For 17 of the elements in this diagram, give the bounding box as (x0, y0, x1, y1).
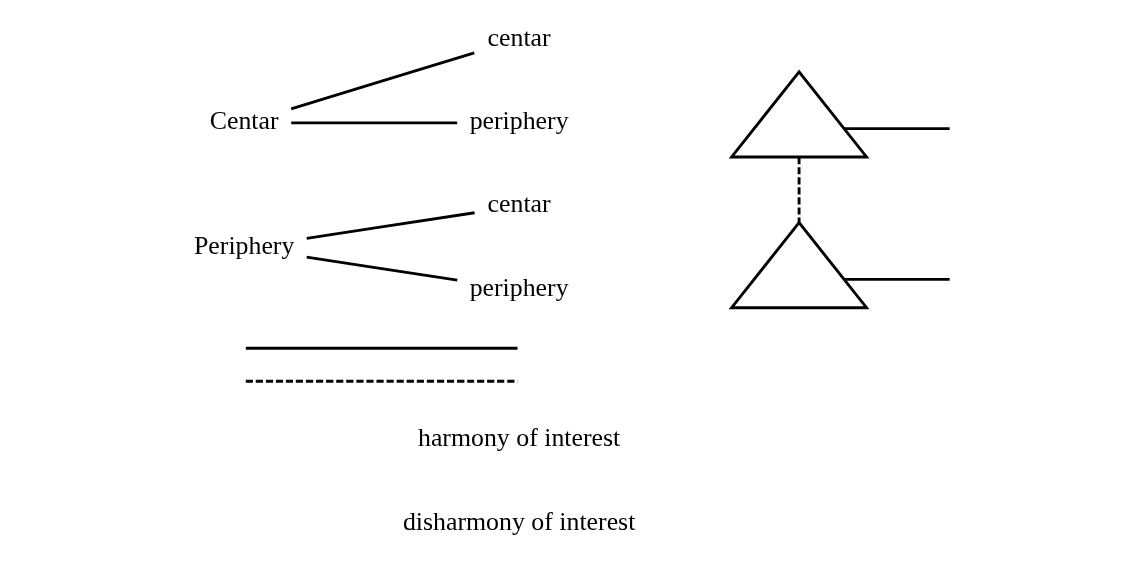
legend-label: disharmony of interest (402, 506, 635, 536)
node-text: centar (487, 22, 551, 52)
node-text: periphery (469, 272, 569, 302)
legend-label: harmony of interest (417, 423, 620, 453)
node-text: periphery (469, 106, 569, 136)
connector (290, 121, 457, 125)
connector (797, 157, 800, 223)
node-text: Periphery (193, 231, 294, 261)
node-pyramid (728, 69, 869, 159)
connector (843, 277, 950, 281)
connector (290, 51, 475, 111)
connector (305, 255, 457, 282)
connector (305, 211, 475, 240)
node-pyramid (728, 220, 869, 310)
node-text: centar (487, 189, 551, 219)
connector (843, 127, 950, 131)
node-text: Centar (209, 106, 279, 136)
